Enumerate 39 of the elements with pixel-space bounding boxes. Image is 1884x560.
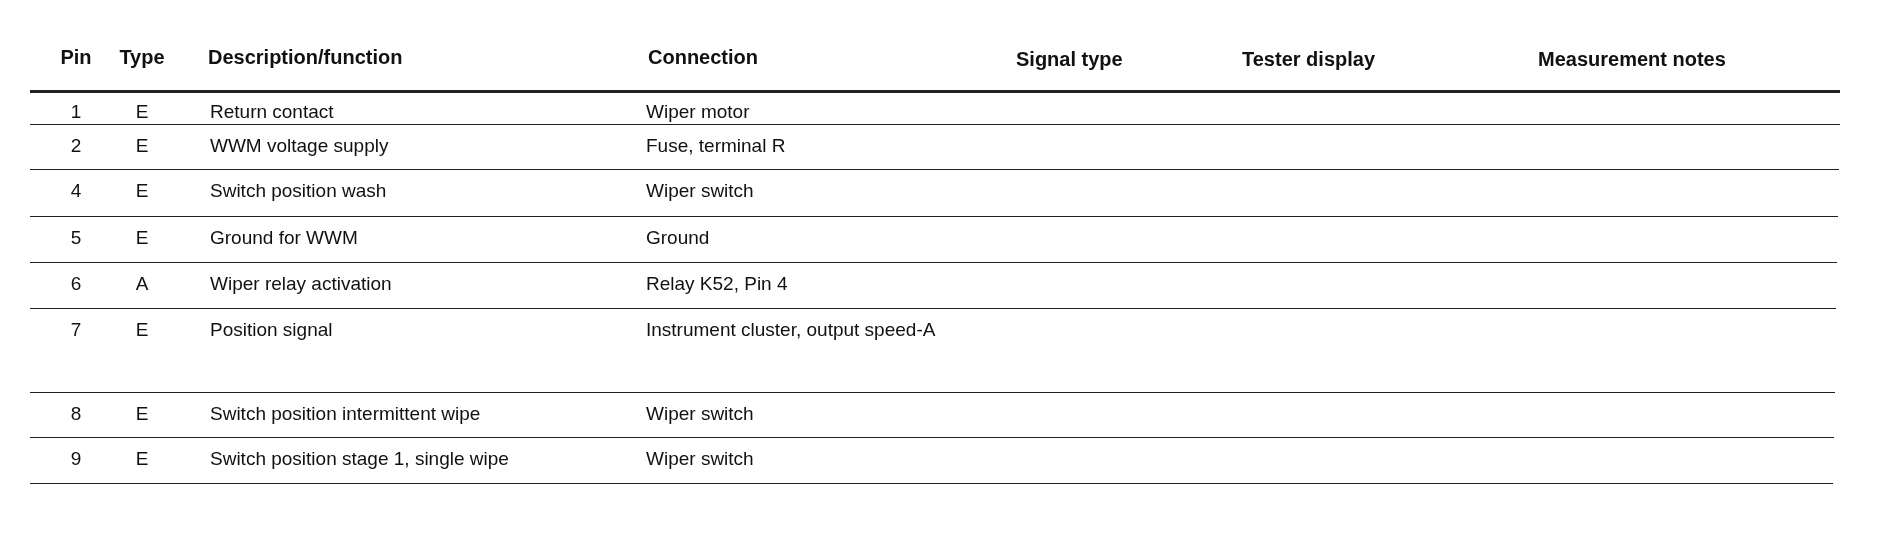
pin-number: 8 bbox=[69, 402, 83, 425]
type-code: E bbox=[134, 100, 150, 123]
pin-number: 5 bbox=[69, 226, 83, 249]
description-text: Position signal bbox=[210, 318, 334, 341]
column-header: Type bbox=[118, 46, 166, 69]
column-header: Connection bbox=[648, 46, 759, 69]
connection-text: Wiper switch bbox=[646, 447, 755, 470]
type-code: E bbox=[134, 447, 150, 470]
description-text: Switch position intermittent wipe bbox=[210, 402, 482, 425]
column-header: Signal type bbox=[1016, 48, 1124, 71]
description-text: WWM voltage supply bbox=[210, 134, 390, 157]
type-code: E bbox=[134, 318, 150, 341]
connection-text: Relay K52, Pin 4 bbox=[646, 272, 789, 295]
connection-text: Instrument cluster, output speed-A bbox=[646, 318, 936, 341]
type-code: E bbox=[134, 179, 150, 202]
column-header: Pin bbox=[59, 46, 93, 69]
type-code: E bbox=[134, 226, 150, 249]
column-header: Description/function bbox=[208, 46, 404, 69]
pin-number: 1 bbox=[69, 100, 83, 123]
pin-number: 4 bbox=[69, 179, 83, 202]
description-text: Switch position stage 1, single wipe bbox=[210, 447, 510, 470]
pin-number: 9 bbox=[69, 447, 83, 470]
pin-number: 6 bbox=[69, 272, 83, 295]
description-text: Wiper relay activation bbox=[210, 272, 393, 295]
type-code: E bbox=[134, 402, 150, 425]
description-text: Return contact bbox=[210, 100, 335, 123]
type-code: A bbox=[134, 272, 150, 295]
pin-number: 2 bbox=[69, 134, 83, 157]
connection-text: Fuse, terminal R bbox=[646, 134, 787, 157]
column-header: Measurement notes bbox=[1538, 48, 1727, 71]
connection-text: Ground bbox=[646, 226, 711, 249]
type-code: E bbox=[134, 134, 150, 157]
pin-number: 7 bbox=[69, 318, 83, 341]
description-text: Ground for WWM bbox=[210, 226, 359, 249]
column-header: Tester display bbox=[1242, 48, 1377, 71]
connection-text: Wiper switch bbox=[646, 402, 755, 425]
description-text: Switch position wash bbox=[210, 179, 388, 202]
connection-text: Wiper switch bbox=[646, 179, 755, 202]
connection-text: Wiper motor bbox=[646, 100, 751, 123]
